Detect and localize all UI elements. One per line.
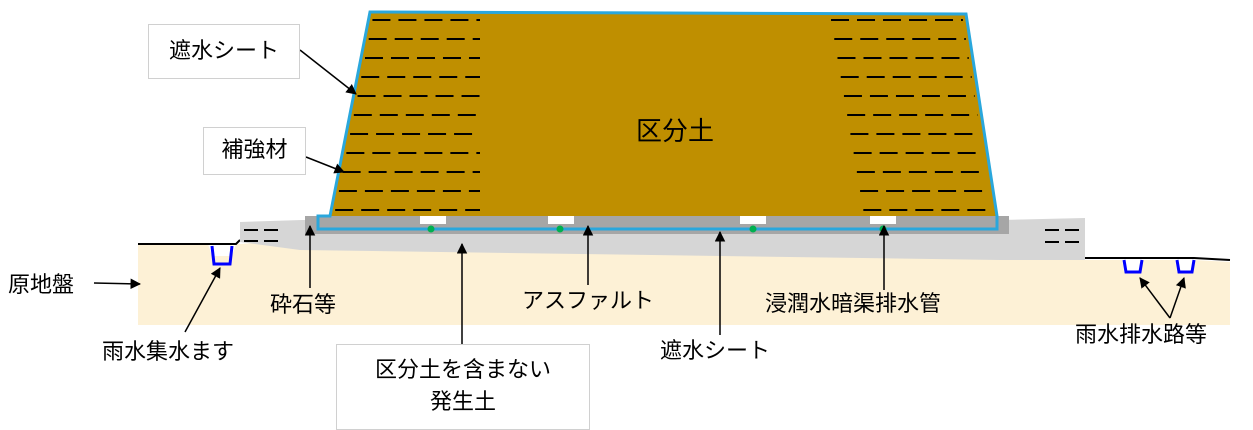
rain-channels (210, 245, 1196, 274)
other-soil-label-line2: 発生土 (429, 390, 496, 415)
reinforcement-left (335, 19, 480, 211)
sheet-bottom-label: 遮水シート (660, 339, 770, 364)
drain-openings (420, 216, 896, 224)
asphalt-layer (305, 216, 1009, 234)
reinforcement-right (831, 19, 993, 211)
other-soil-label-line1: 区分土を含まない (374, 358, 551, 383)
rain-channel-label: 雨水排水路等 (1075, 323, 1207, 348)
waterproof-sheet (316, 10, 999, 231)
leader-lines (93, 49, 1186, 344)
asphalt-label: アスファルト (522, 289, 654, 314)
drain-pipe-label: 浸潤水暗渠排水管 (765, 292, 941, 317)
ground-surface-line-right (1085, 257, 1231, 261)
other-soil-callout: 区分土を含まない 発生土 (336, 344, 590, 430)
reinforcement-label: 補強材 (221, 138, 288, 163)
gravel-label: 砕石等 (270, 293, 336, 318)
sheet-top-callout: 遮水シート (148, 24, 300, 79)
original-ground-label: 原地盤 (8, 273, 74, 298)
center-soil-label: 区分土 (636, 117, 714, 147)
sheet-top-label: 遮水シート (168, 38, 279, 64)
rain-pit-label: 雨水集水ます (102, 340, 234, 365)
slope-dashes (244, 229, 1079, 243)
reinforcement-callout: 補強材 (203, 127, 306, 175)
embankment-soil (330, 12, 997, 216)
ground-surface-line (138, 239, 241, 245)
